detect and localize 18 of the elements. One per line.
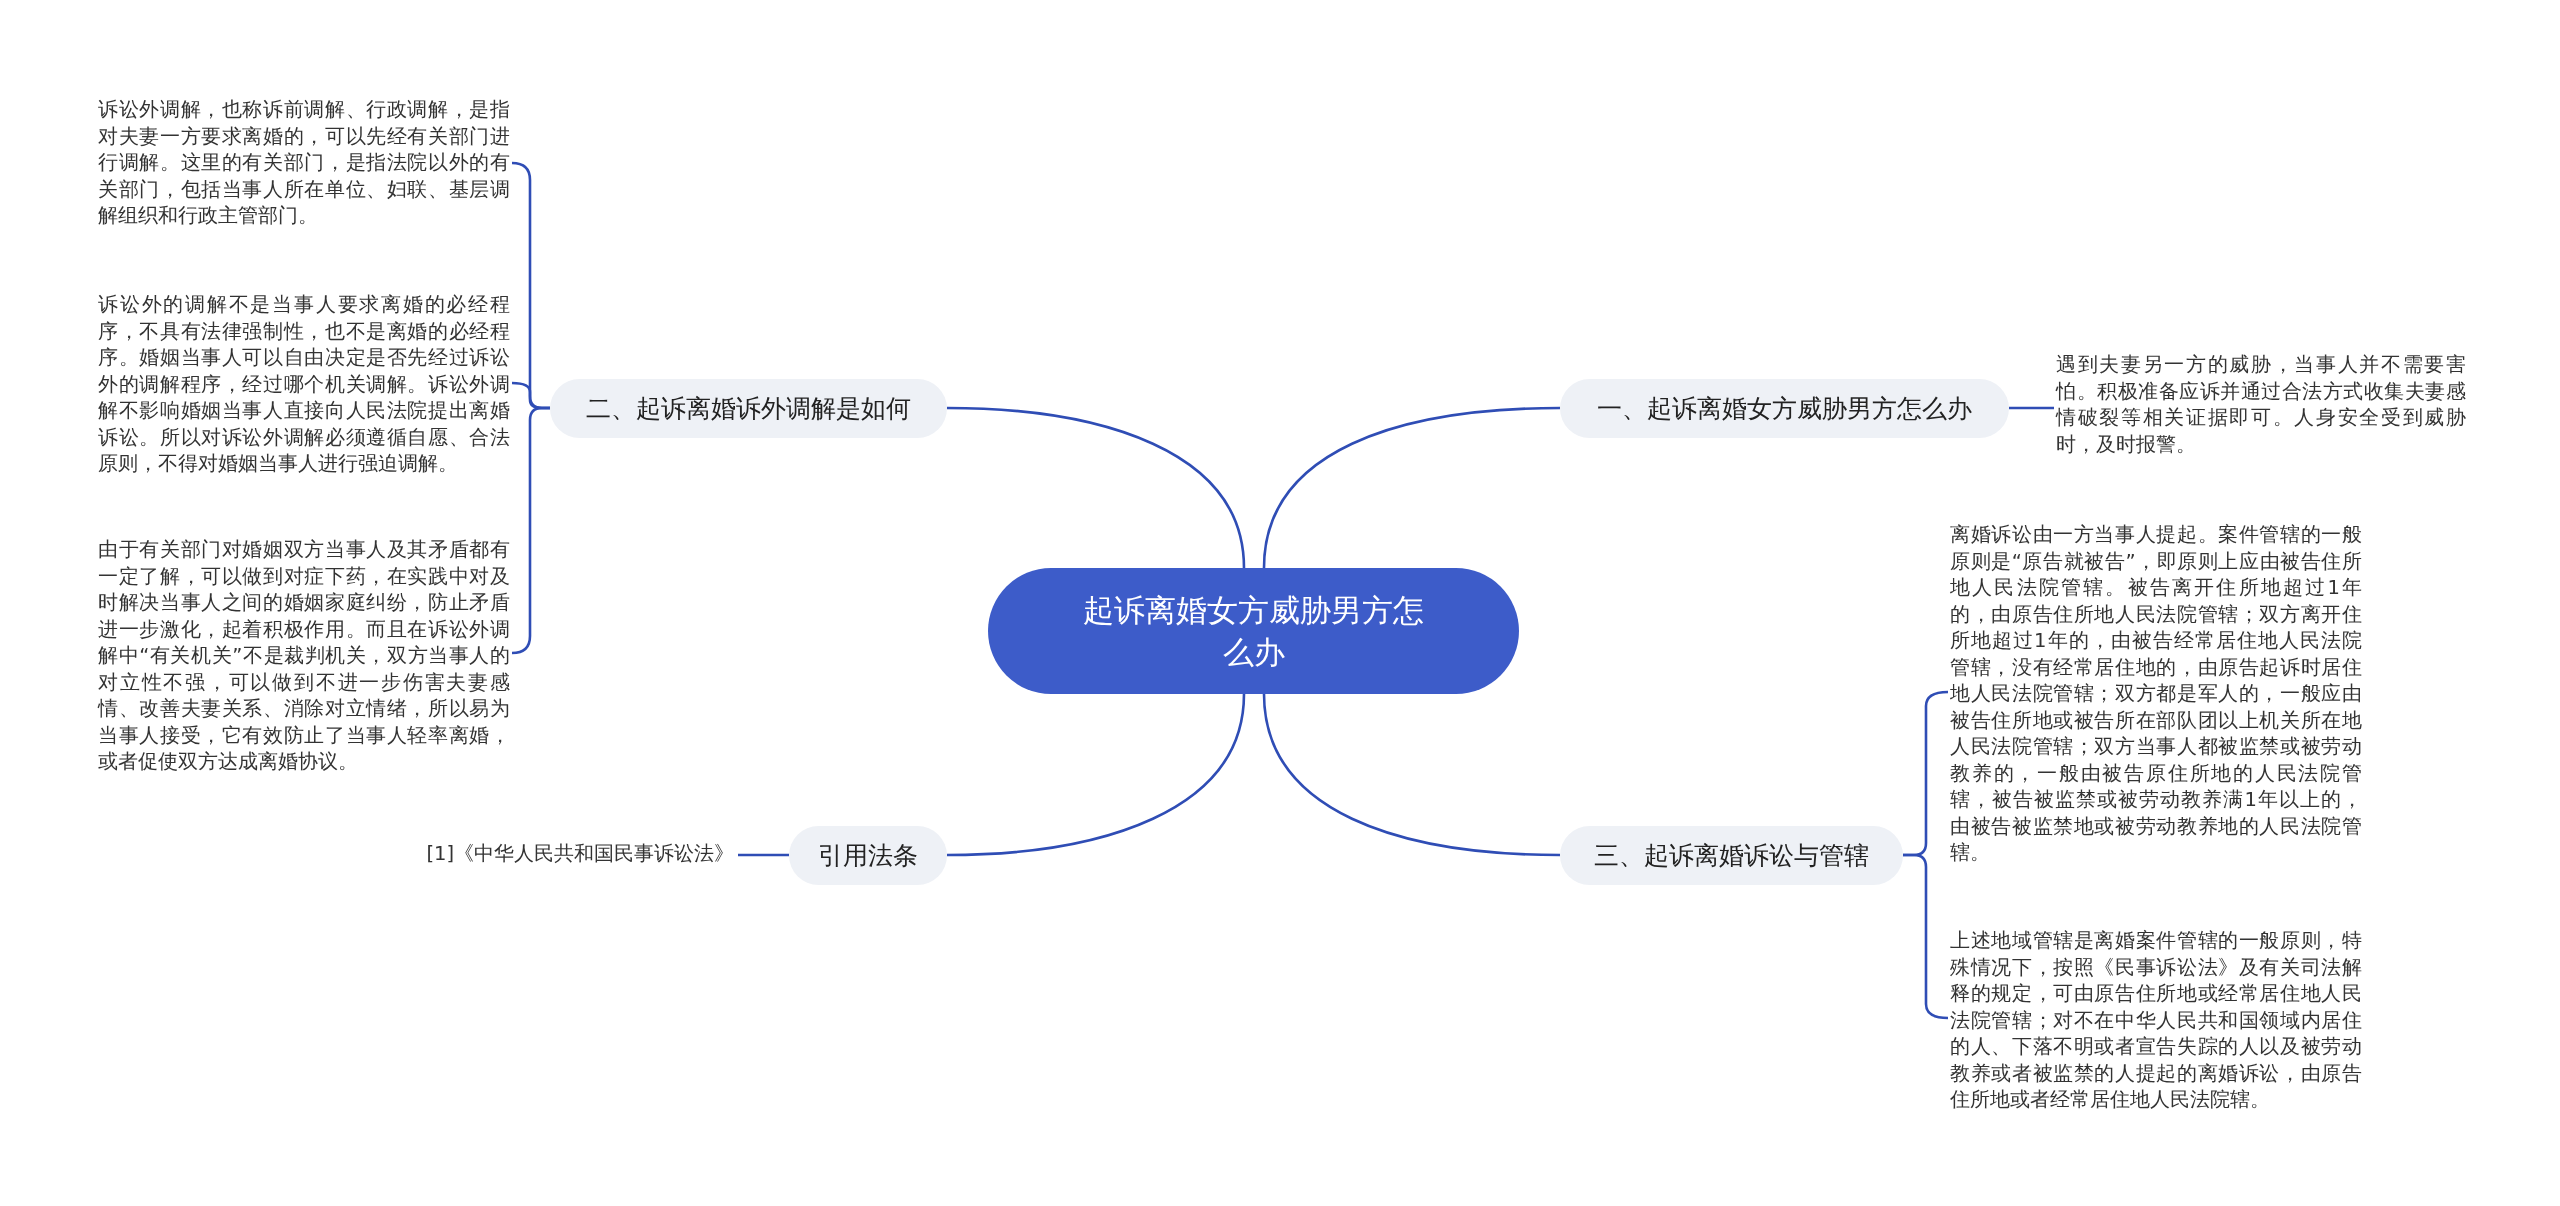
note-text: 遇到夫妻另一方的威胁，当事人并不需要害怕。积极准备应诉并通过合法方式收集夫妻感情破裂等相关证据即可。人身安全受到威胁时，及时报警。 (2056, 352, 2466, 458)
connector (946, 406, 1246, 569)
note-text: 离婚诉讼由一方当事人提起。案件管辖的一般原则是“原告就被告”，即原则上应由被告住所地人民法院管辖。被告离开住所地超过1年的，由原告住所地人民法院管辖；双方离开住所地超过1年的，由被告经常居住地人民法院管辖，没有经常居住地的，由原告起诉时居住地人民法院管辖；双方都是军人的，一般应由被告住所地或被告所在部队团以上机关所在地人民法院管辖；双方当事人都被监禁或被劳动教养的，一般由被告原住所地的人民法院管辖，被告被监禁或被劳动教养满1年以上的，由被告被监禁地或被劳动教养地的人民法院管辖。 (1950, 522, 2362, 867)
note-text: 诉讼外调解，也称诉前调解、行政调解，是指对夫妻一方要求离婚的，可以先经有关部门进行调解。这里的有关部门，是指法院以外的有关部门，包括当事人所在单位、妇联、基层调解组织和行政主管部门。 (98, 97, 510, 230)
connector (1262, 693, 1561, 857)
topic-box: 二、起诉离婚诉外调解是如何 (550, 379, 947, 438)
topic-box: 引用法条 (789, 826, 947, 885)
topic-box: 一、起诉离婚女方威胁男方怎么办 (1560, 379, 2009, 438)
citation-text: [1]《中华人民共和国民事诉讼法》 (420, 841, 734, 869)
note-text: 诉讼外的调解不是当事人要求离婚的必经程序，不具有法律强制性，也不是离婚的必经程序。婚姻当事人可以自由决定是否先经过诉讼外的调解程序，经过哪个机关调解。诉讼外调解不影响婚姻当事人直接向人民法院提出离婚诉讼。所以对诉讼外调解必须遵循自愿、合法原则，不得对婚姻当事人进行强迫调解。 (98, 292, 510, 478)
topic-box: 三、起诉离婚诉讼与管辖 (1560, 826, 1903, 885)
connector (738, 853, 789, 857)
connector (946, 693, 1246, 857)
central-topic: 起诉离婚女方威胁男方怎么办 (988, 568, 1519, 694)
note-text: 上述地域管辖是离婚案件管辖的一般原则，特殊情况下，按照《民事诉讼法》及有关司法解释的规定，可由原告住所地或经常居住地人民法院管辖；对不在中华人民共和国领域内居住的人、下落不明或者宣告失踪的人以及被劳动教养或者被监禁的人提起的离婚诉讼，由原告住所地或者经常居住地人民法院辖。 (1950, 928, 2362, 1114)
note-text: 由于有关部门对婚姻双方当事人及其矛盾都有一定了解，可以做到对症下药，在实践中对及时解决当事人之间的婚姻家庭纠纷，防止矛盾进一步激化，起着积极作用。而且在诉讼外调解中“有关机关”不是裁判机关，双方当事人的对立性不强，可以做到不进一步伤害夫妻感情、改善夫妻关系、消除对立情绪，所以易为当事人接受，它有效防止了当事人轻率离婚，或者促使双方达成离婚协议。 (98, 537, 510, 776)
connector (2009, 406, 2054, 410)
connector (1262, 406, 1561, 569)
